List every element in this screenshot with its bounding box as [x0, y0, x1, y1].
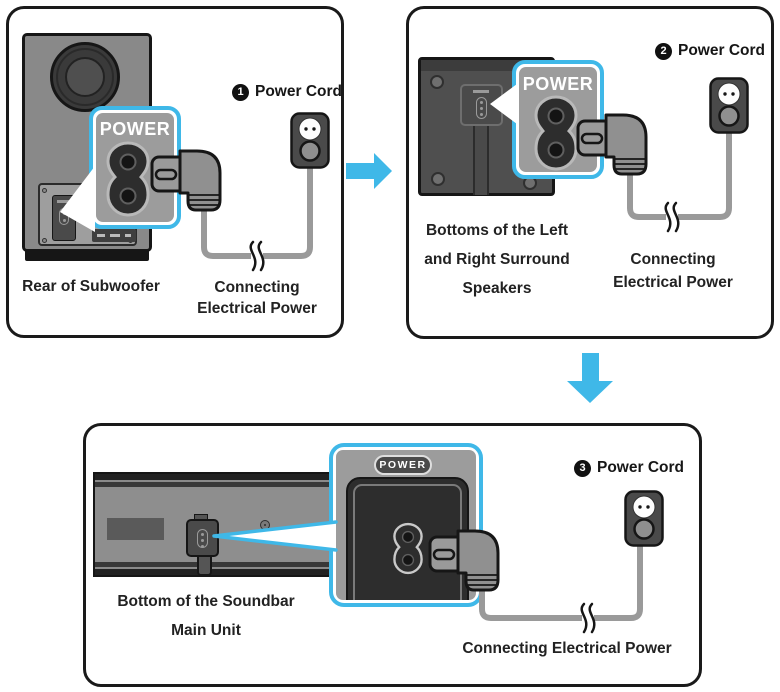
soundbar-power-inlet-small — [186, 519, 219, 557]
soundbar-top-strip — [95, 474, 329, 487]
speaker-cable-channel — [473, 124, 489, 195]
step-number: 1 — [232, 83, 249, 101]
step-number: 2 — [655, 42, 672, 60]
speaker-top-strip — [421, 60, 552, 71]
step-number: 3 — [574, 459, 591, 477]
mini-dot — [201, 533, 204, 536]
power-label: POWER — [99, 119, 171, 139]
soundbar-label-plate — [107, 518, 164, 540]
rating-label-strip — [92, 229, 136, 242]
subwoofer-speaker-ring — [56, 48, 114, 106]
cord-break-icon — [249, 240, 265, 272]
step-label: Power Cord — [678, 42, 765, 59]
caption-rear-of-subwoofer: Rear of Subwoofer — [22, 278, 160, 295]
callout-pointer — [60, 166, 95, 232]
callout-pointer — [212, 520, 338, 552]
cord-break-icon — [664, 201, 680, 233]
screw-icon — [42, 188, 47, 193]
angled-plug-icon — [150, 149, 222, 212]
wall-plug-icon — [709, 77, 749, 134]
mini-dot — [480, 101, 483, 104]
step-label: Power Cord — [597, 459, 684, 476]
caption-connecting-power-3: Connecting Electrical Power — [462, 640, 672, 657]
power-pill-label: POWER — [374, 455, 432, 475]
screw-icon — [42, 238, 47, 243]
wall-plug-icon — [290, 112, 330, 169]
angled-plug-icon — [428, 529, 500, 592]
down-arrow-icon — [567, 353, 613, 403]
wall-plug-icon — [624, 490, 664, 547]
caption-connecting-power-2: Connecting Electrical Power — [613, 251, 733, 291]
subwoofer-base — [25, 249, 149, 261]
caption-surround-speakers: Bottoms of the Left and Right Surround S… — [424, 222, 570, 297]
power-socket-icon — [106, 141, 150, 217]
step-label: Power Cord — [255, 83, 342, 100]
callout-pointer — [490, 84, 517, 124]
step-badge-power-cord-1: 1 Power Cord — [232, 83, 342, 101]
angled-plug-icon — [576, 113, 648, 176]
subwoofer-speaker-cone — [65, 57, 105, 97]
step-badge-power-cord-3: 3 Power Cord — [574, 459, 684, 477]
speaker-foot — [430, 75, 444, 89]
right-arrow-icon — [346, 153, 392, 189]
mini-dot — [201, 545, 204, 548]
mini-dot — [62, 219, 66, 222]
speaker-foot — [431, 172, 445, 186]
soundbar-bottom-strip — [95, 562, 329, 575]
mini-power-label — [57, 200, 70, 203]
power-label: POWER — [522, 74, 594, 94]
power-socket-icon — [534, 95, 578, 171]
mini-socket-icon — [476, 97, 487, 119]
caption-soundbar-main-unit: Bottom of the Soundbar Main Unit — [117, 593, 295, 639]
mini-dot — [480, 113, 483, 116]
mini-power-label — [473, 90, 489, 93]
step-badge-power-cord-2: 2 Power Cord — [655, 42, 765, 60]
power-socket-icon — [393, 522, 423, 575]
caption-connecting-power-1: Connecting Electrical Power — [197, 279, 317, 317]
mini-dot — [201, 539, 204, 542]
mini-dot — [480, 107, 483, 110]
cord-break-icon — [580, 602, 596, 634]
